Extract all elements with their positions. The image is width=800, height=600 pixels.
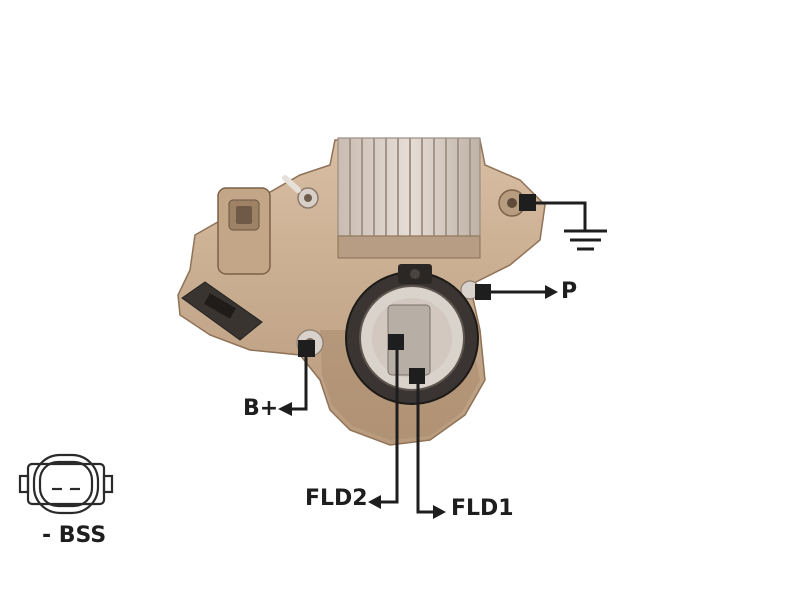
connector-label: - BSS <box>42 523 107 548</box>
b-plus-leader <box>278 340 315 416</box>
fld1-leader <box>409 368 446 519</box>
ground-leader <box>519 194 587 230</box>
brush-holder <box>345 264 479 405</box>
p-leader <box>475 284 558 300</box>
fld2-leader <box>368 334 404 509</box>
terminal-label-fld2: FLD2 <box>305 486 368 511</box>
callout-lines <box>278 194 587 519</box>
terminal-label-b-plus: B+ <box>243 396 279 421</box>
terminal-label-fld1: FLD1 <box>451 496 514 521</box>
ground-icon <box>564 229 607 251</box>
two-pin-connector-icon <box>18 453 114 515</box>
heatsink <box>337 137 481 259</box>
terminal-label-p: P <box>561 279 578 304</box>
